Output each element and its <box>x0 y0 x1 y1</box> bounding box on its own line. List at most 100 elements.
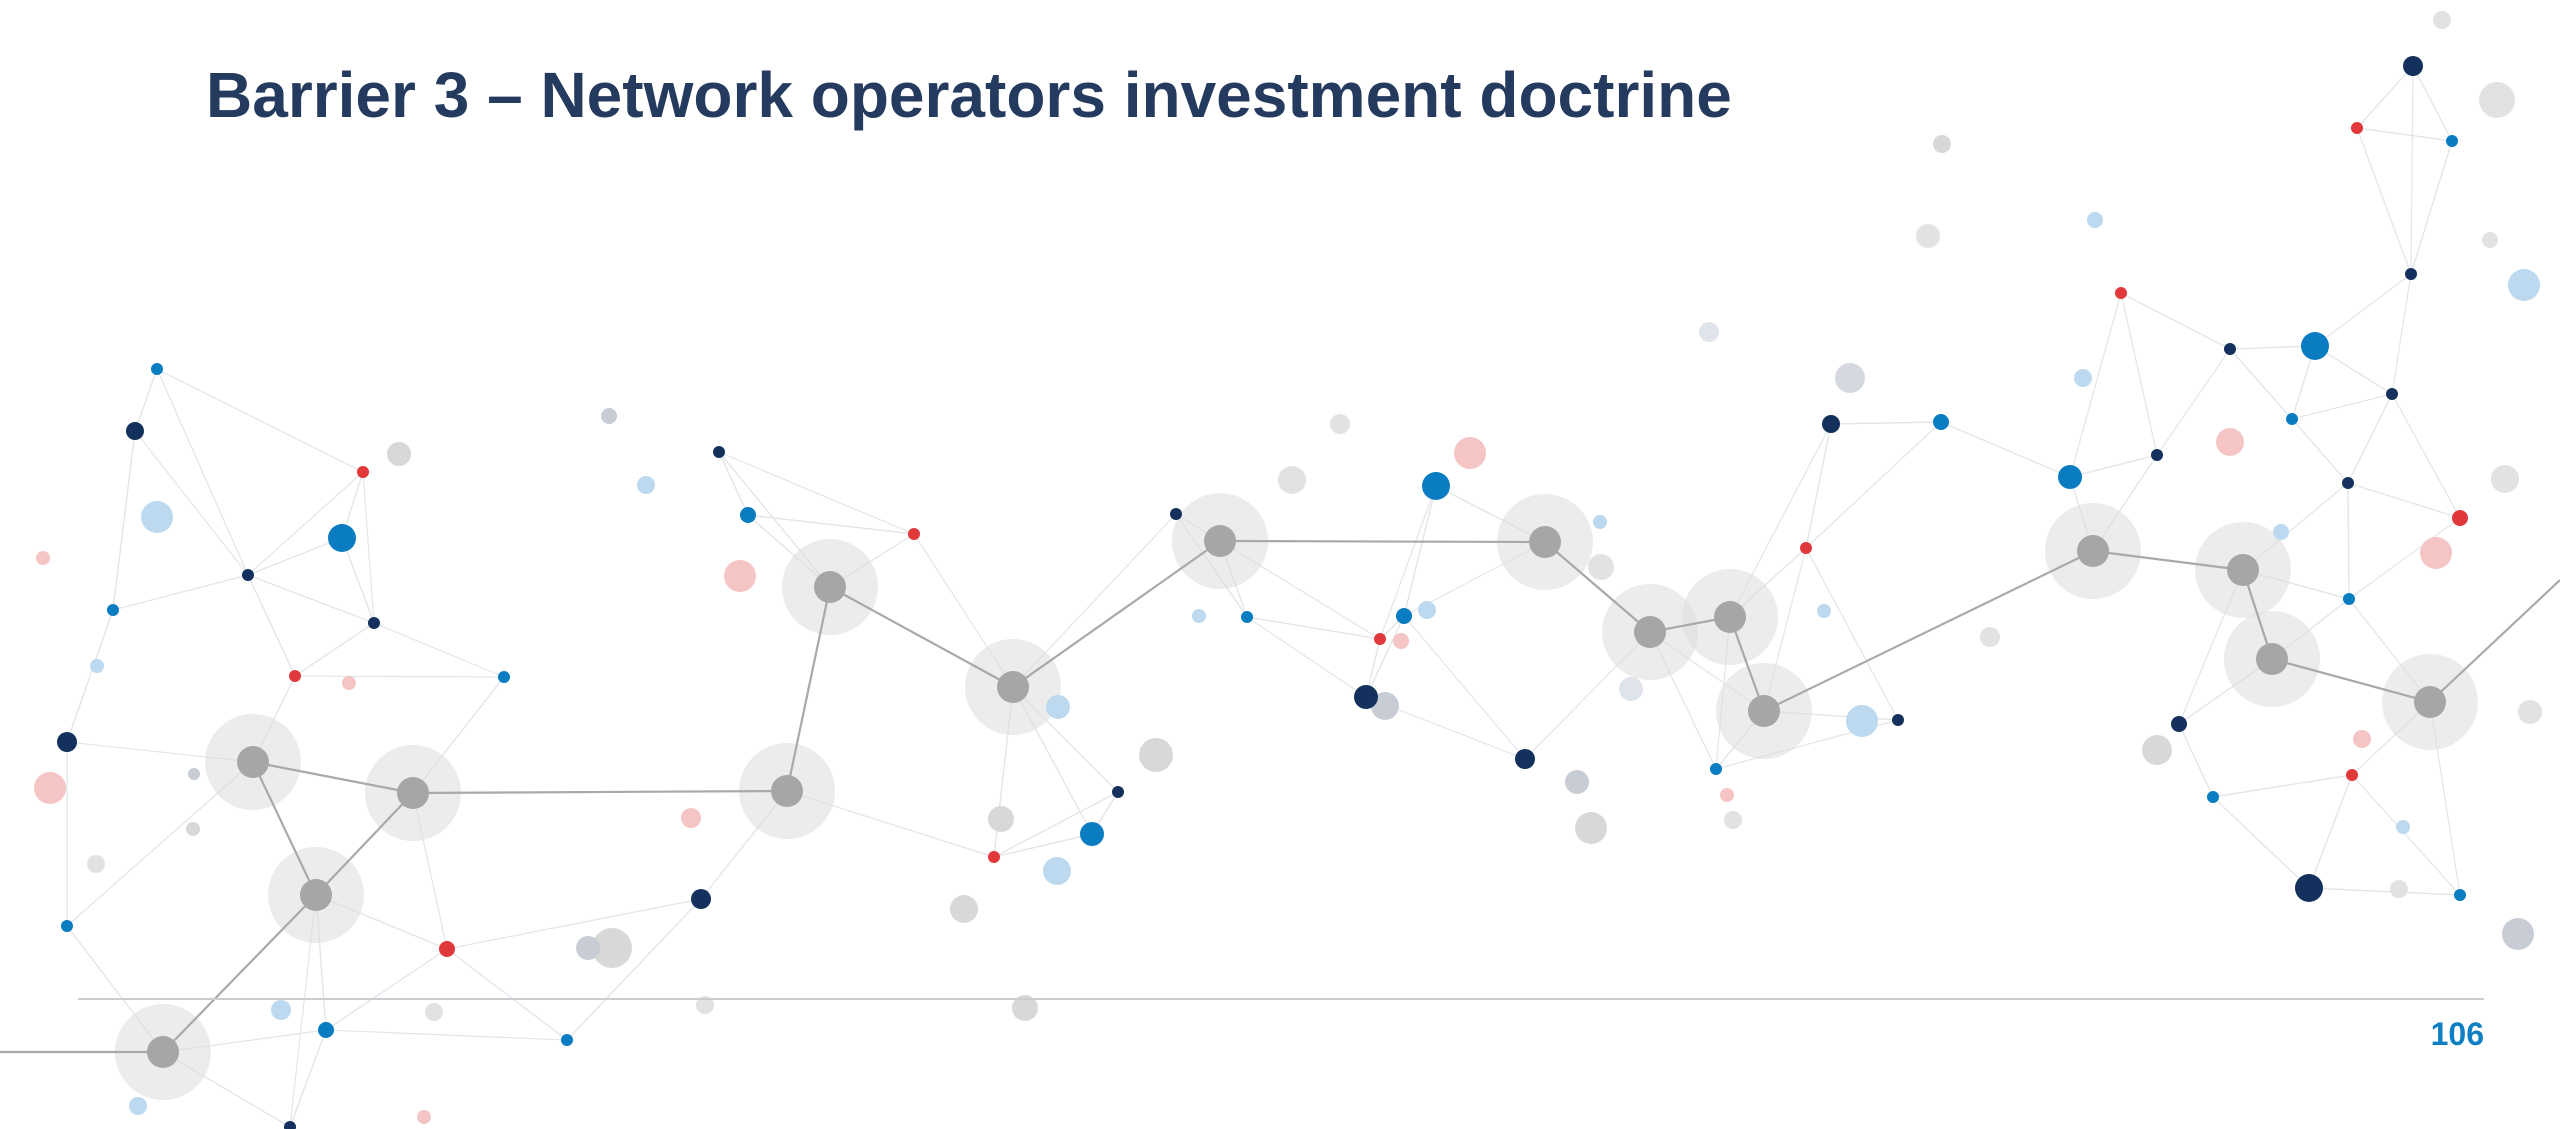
navy-node <box>2403 56 2423 76</box>
pale-node <box>950 895 978 923</box>
faint-edge <box>2178 723 2214 798</box>
faint-edge <box>1805 421 1942 549</box>
blue-node <box>61 920 73 932</box>
faint-edge <box>325 1029 568 1041</box>
blue-node <box>1241 611 1253 623</box>
navy-node <box>2386 388 2398 400</box>
pale-node <box>637 476 655 494</box>
pale-node <box>988 806 1014 832</box>
pale-node <box>592 928 632 968</box>
pale-node <box>2074 369 2092 387</box>
pale-node <box>2479 82 2515 118</box>
faint-edge <box>112 430 136 611</box>
hub-edge <box>2271 657 2431 704</box>
faint-edge <box>2212 796 2310 889</box>
faint-edge <box>1940 421 2071 478</box>
faint-edge <box>1365 615 1405 698</box>
pale-node <box>1393 633 1409 649</box>
faint-edge <box>247 574 296 677</box>
pale-node <box>2353 730 2371 748</box>
blue-node <box>151 363 163 375</box>
hub-edge <box>412 789 788 795</box>
hub-edge <box>1728 616 1766 712</box>
blue-node <box>1422 472 1450 500</box>
hub-node <box>771 775 803 807</box>
pale-node <box>2087 212 2103 228</box>
red-node <box>2115 287 2127 299</box>
red-node <box>908 528 920 540</box>
pale-node <box>387 442 411 466</box>
pale-node <box>1846 705 1878 737</box>
navy-node <box>2224 343 2236 355</box>
faint-edge <box>341 537 375 624</box>
hub-node <box>1529 526 1561 558</box>
faint-edge <box>2347 482 2461 519</box>
pale-node <box>2420 537 2452 569</box>
pale-node <box>1192 609 1206 623</box>
navy-node <box>1354 685 1378 709</box>
faint-edge <box>156 368 364 473</box>
hub-node <box>2256 643 2288 675</box>
faint-edge <box>446 898 702 950</box>
navy-node <box>368 617 380 629</box>
faint-edge <box>2291 418 2349 484</box>
red-node <box>289 670 301 682</box>
navy-node <box>126 422 144 440</box>
pale-node <box>2482 232 2498 248</box>
blue-node <box>561 1034 573 1046</box>
faint-edge <box>2412 65 2453 142</box>
pale-node <box>1916 224 1940 248</box>
pale-node <box>129 1097 147 1115</box>
blue-node <box>498 671 510 683</box>
pale-node <box>2491 465 2519 493</box>
pale-node <box>36 551 50 565</box>
hub-node <box>397 777 429 809</box>
faint-edge <box>1403 615 1526 760</box>
hub-node <box>237 746 269 778</box>
faint-edge <box>1246 616 1381 640</box>
pale-node <box>1724 811 1742 829</box>
pale-node <box>2433 11 2451 29</box>
slide-title: Barrier 3 – Network operators investment… <box>206 59 1732 131</box>
pale-node <box>2508 269 2540 301</box>
hub-edge <box>315 792 414 896</box>
faint-edge <box>993 833 1093 858</box>
pale-node <box>1593 515 1607 529</box>
navy-node <box>2171 716 2187 732</box>
hub-node <box>300 879 332 911</box>
hub-node <box>1204 525 1236 557</box>
red-node <box>357 466 369 478</box>
faint-edge <box>112 574 249 611</box>
hub-edge <box>1219 539 1546 544</box>
faint-edge <box>1246 616 1367 698</box>
pale-node <box>1720 788 1734 802</box>
faint-edge <box>1805 547 1899 721</box>
hub-node <box>997 671 1029 703</box>
faint-edge <box>1379 485 1437 640</box>
pale-node <box>2142 735 2172 765</box>
hub-edge <box>2092 549 2244 572</box>
blue-node <box>740 507 756 523</box>
faint-edge <box>2069 454 2158 478</box>
faint-edge <box>2291 393 2393 420</box>
faint-edge <box>2347 482 2350 600</box>
faint-edge <box>2212 774 2353 798</box>
hub-edge <box>252 760 414 795</box>
blue-node <box>1710 763 1722 775</box>
red-node <box>439 941 455 957</box>
blue-node <box>318 1022 334 1038</box>
faint-edge <box>566 898 702 1041</box>
navy-node <box>713 446 725 458</box>
pale-node <box>271 1000 291 1020</box>
faint-edge <box>294 622 375 677</box>
pale-node <box>1588 554 1614 580</box>
hub-node <box>1634 616 1666 648</box>
blue-node <box>2454 889 2466 901</box>
pale-node <box>1699 322 1719 342</box>
hub-node <box>147 1036 179 1068</box>
pale-node <box>1980 627 2000 647</box>
blue-node <box>2207 791 2219 803</box>
pale-node <box>2216 428 2244 456</box>
